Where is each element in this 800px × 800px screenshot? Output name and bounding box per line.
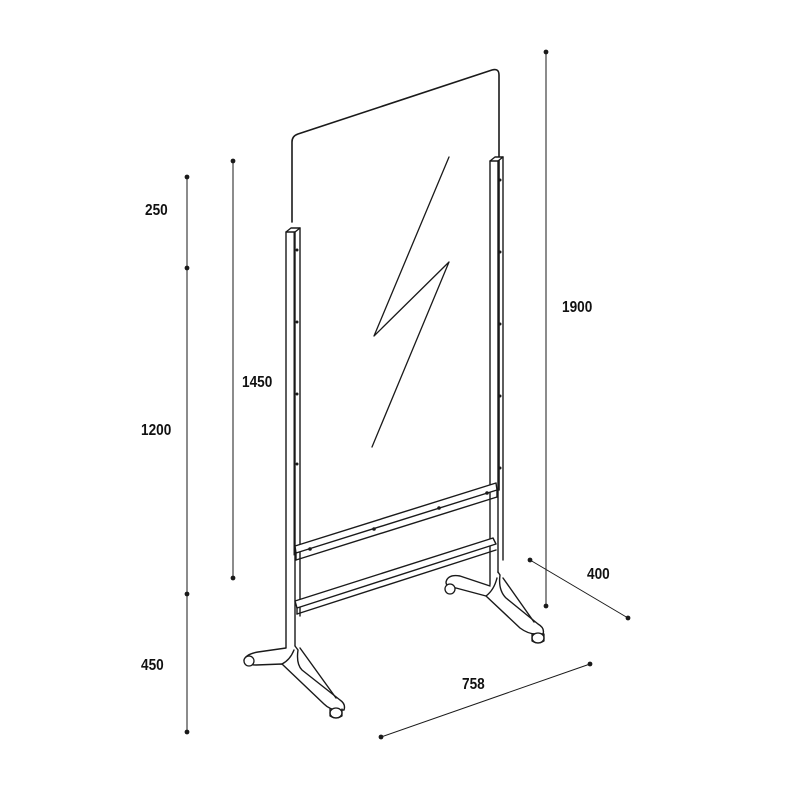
dimension-label-total-height: 1900: [562, 299, 593, 316]
rail-screws: [308, 491, 489, 551]
left-foot-casters: [243, 655, 343, 719]
right-post: [489, 156, 504, 587]
dimension-label-width: 758: [462, 676, 485, 693]
right-foot-casters: [444, 583, 545, 644]
panel-bottom-rail: [294, 482, 498, 561]
left-foot: [243, 645, 346, 711]
right-foot: [445, 571, 545, 635]
dimension-lines: [186, 51, 629, 738]
left-post: [285, 227, 301, 649]
dimension-label-depth: 400: [587, 566, 610, 583]
depth-line: [529, 559, 629, 619]
dimension-end-dots: [184, 49, 631, 740]
dimension-label-top-section: 250: [145, 202, 168, 219]
width-line: [380, 663, 591, 738]
dimension-label-panel-height: 1450: [242, 374, 273, 391]
left-post-holes: [295, 248, 299, 466]
right-post-holes: [498, 178, 502, 470]
dimension-label-bottom-section: 450: [141, 657, 164, 674]
lower-cross-bar: [294, 537, 497, 615]
clear-panel: [291, 68, 500, 556]
dimension-label-middle-section: 1200: [141, 422, 172, 439]
panel-reflection: [371, 156, 450, 448]
